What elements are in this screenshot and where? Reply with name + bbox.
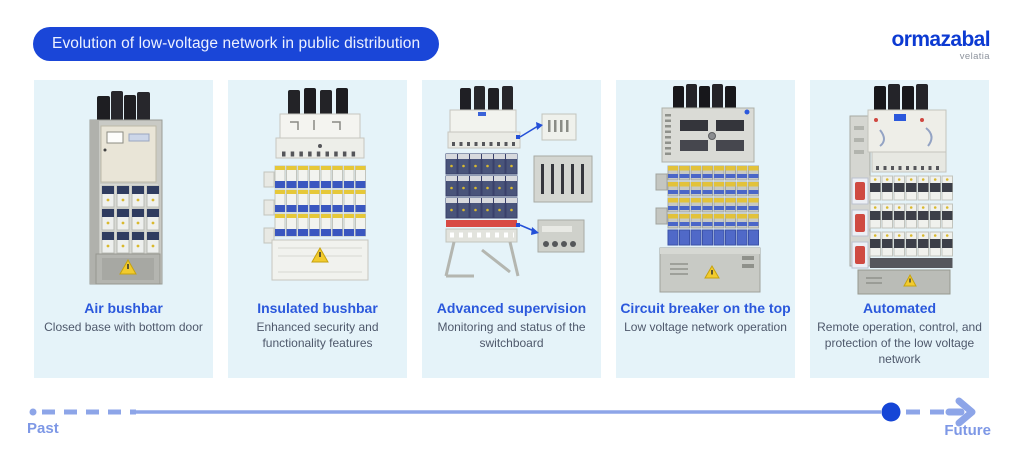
cable-bundle-icon	[97, 91, 150, 122]
card-description: Monitoring and status of the switchboard	[437, 320, 586, 350]
card-title: Insulated bushbar	[257, 300, 378, 316]
warning-triangle-icon	[903, 273, 917, 287]
cable-terminals-icon	[460, 86, 513, 112]
card-automated: Automated Remote operation, control, and…	[810, 80, 989, 378]
card-title: Automated	[862, 300, 937, 316]
warning-triangle-icon	[311, 246, 329, 263]
warning-triangle-icon	[704, 265, 720, 279]
card-description: Enhanced security and functionality feat…	[256, 320, 379, 350]
timeline	[29, 397, 976, 427]
card-circuit-breaker-top: Circuit breaker on the top Low voltage n…	[616, 80, 795, 378]
card-title: Air bushbar	[84, 300, 163, 316]
comms-module	[537, 219, 585, 253]
timeline-marker-dot	[881, 402, 901, 422]
automated-switchboard-illustration	[849, 84, 953, 295]
card-description: Closed base with bottom door	[44, 320, 203, 334]
card-description: Remote operation, control, and protectio…	[817, 320, 982, 366]
cable-cylinders-icon	[874, 84, 928, 114]
supervision-module-small	[541, 113, 577, 141]
evolution-cards-row: Air bushbar Closed base with bottom door	[34, 80, 989, 378]
brand-logo-wordmark: ormazabal	[891, 28, 991, 51]
brand-logo: ormazabal velatia	[891, 28, 991, 62]
insulated-bushbar-illustration	[263, 88, 369, 281]
timeline-future-label: Future	[944, 422, 991, 439]
card-description: Low voltage network operation	[624, 320, 787, 334]
timeline-start-dot	[29, 408, 37, 416]
brand-logo-subtext: velatia	[959, 51, 990, 62]
air-bushbar-illustration	[89, 91, 163, 285]
stand-legs	[444, 241, 520, 278]
card-title: Advanced supervision	[436, 300, 587, 316]
red-strip	[446, 220, 517, 227]
red-latches	[851, 177, 869, 269]
timeline-past-label: Past	[27, 420, 59, 437]
circuit-breaker-top-illustration	[655, 84, 761, 293]
card-title: Circuit breaker on the top	[620, 300, 791, 316]
card-advanced-supervision: Advanced supervision Monitoring and stat…	[422, 80, 601, 378]
connection-arrows	[516, 122, 543, 235]
cable-cylinders-icon	[673, 84, 736, 110]
page-title: Evolution of low-voltage network in publ…	[33, 27, 440, 61]
warning-triangle-icon	[119, 258, 137, 275]
arrow-right-icon	[945, 397, 976, 427]
card-insulated-bushbar: Insulated bushbar Enhanced security and …	[228, 80, 407, 378]
cable-terminals-icon	[288, 88, 348, 116]
advanced-supervision-illustration	[444, 86, 593, 278]
card-air-bushbar: Air bushbar Closed base with bottom door	[34, 80, 213, 378]
